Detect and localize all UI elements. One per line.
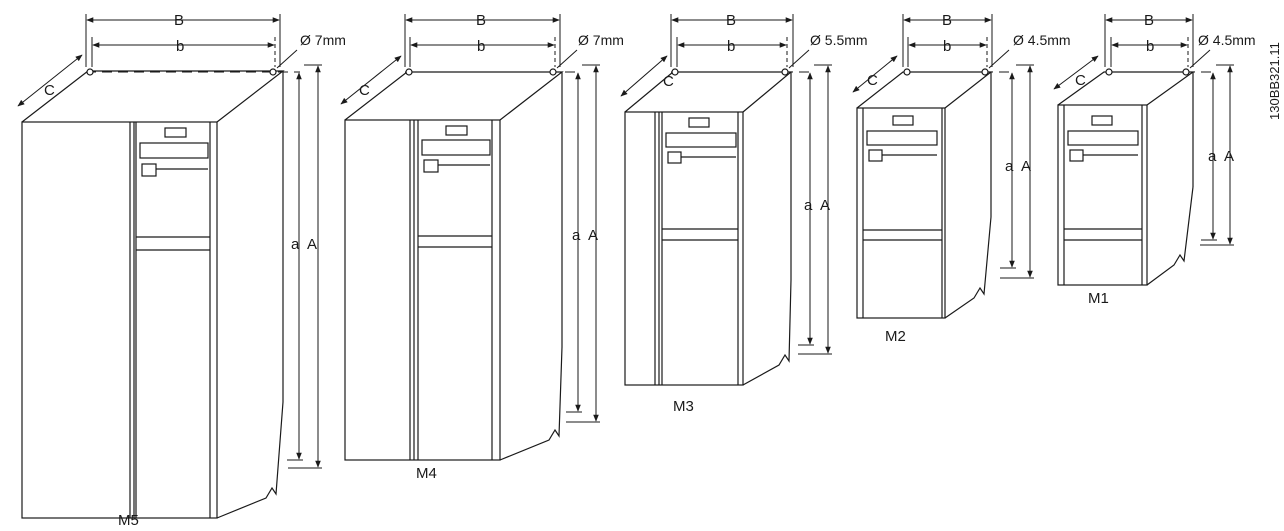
dim-label-A-m4: A xyxy=(588,227,598,244)
unit-m5-labels: M5 B b C a A Ø 7mm xyxy=(44,12,346,529)
dim-label-C-m1: C xyxy=(1075,72,1086,89)
dim-label-B-m1: B xyxy=(1144,12,1154,29)
hole-label-m1: Ø 4.5mm xyxy=(1198,32,1256,48)
frame-label-m4: M4 xyxy=(416,465,437,482)
top-face-m3 xyxy=(624,71,793,113)
keypad-button-m5 xyxy=(141,163,157,177)
dim-label-B-m4: B xyxy=(476,12,486,29)
frame-label-m3: M3 xyxy=(673,398,694,415)
display-screen-m4 xyxy=(421,139,491,156)
dim-line-C-m1 xyxy=(1053,55,1099,90)
dim-label-a-m4: a xyxy=(572,227,581,244)
dim-label-C-m4: C xyxy=(359,82,370,99)
dim-label-a-m5: a xyxy=(291,236,300,253)
unit-m4 xyxy=(340,14,600,461)
keypad-button-m3 xyxy=(667,151,682,164)
unit-m2 xyxy=(852,14,1034,319)
dim-line-C-m2 xyxy=(852,55,898,93)
hole-leader-m2 xyxy=(988,49,1010,69)
dim-label-B-m5: B xyxy=(174,12,184,29)
unit-m1-labels: M1 B b C a A Ø 4.5mm xyxy=(1075,12,1256,307)
display-window-m4 xyxy=(445,125,468,136)
top-face-m5 xyxy=(21,70,285,123)
display-screen-m5 xyxy=(139,142,209,159)
unit-m2-labels: M2 B b C a A Ø 4.5mm xyxy=(867,12,1071,345)
dim-label-b-m2: b xyxy=(943,38,951,55)
dim-line-C-m3 xyxy=(620,55,668,97)
mounting-hole-left-m3 xyxy=(671,68,679,76)
dim-label-B-m3: B xyxy=(726,12,736,29)
unit-m1 xyxy=(1053,14,1234,286)
mounting-hole-right-m4 xyxy=(549,68,557,76)
mounting-hole-right-m5 xyxy=(269,68,277,76)
dim-label-A-m5: A xyxy=(307,236,317,253)
document-code: 130BB321.11 xyxy=(1267,42,1282,120)
mounting-hole-left-m5 xyxy=(86,68,94,76)
side-bottom-edge-m4 xyxy=(499,346,563,461)
front-face-m4 xyxy=(344,119,501,461)
front-face-m5 xyxy=(21,121,218,519)
unit-m5 xyxy=(17,14,322,519)
unit-m3 xyxy=(620,14,832,386)
hole-leader-m4 xyxy=(556,49,578,69)
display-window-m3 xyxy=(688,117,710,128)
dim-label-C-m3: C xyxy=(663,73,674,90)
dim-label-b-m1: b xyxy=(1146,38,1154,55)
keypad-button-m4 xyxy=(423,159,439,173)
dim-label-a-m3: a xyxy=(804,197,813,214)
top-face-m4 xyxy=(344,71,564,121)
dim-label-a-m1: a xyxy=(1208,148,1217,165)
side-bottom-edge-m3 xyxy=(742,279,792,386)
dim-label-C-m5: C xyxy=(44,82,55,99)
frame-label-m1: M1 xyxy=(1088,290,1109,307)
unit-m3-labels: M3 B b C a A Ø 5.5mm xyxy=(663,12,868,415)
side-bottom-edge-m1 xyxy=(1146,186,1194,286)
mounting-hole-right-m1 xyxy=(1182,68,1190,76)
front-face-m3 xyxy=(624,111,744,386)
dim-label-C-m2: C xyxy=(867,72,878,89)
keypad-button-m1 xyxy=(1069,149,1084,162)
display-window-m5 xyxy=(164,127,187,138)
hole-label-m2: Ø 4.5mm xyxy=(1013,32,1071,48)
hole-label-m3: Ø 5.5mm xyxy=(810,32,868,48)
mounting-hole-right-m2 xyxy=(981,68,989,76)
mounting-hole-left-m1 xyxy=(1105,68,1113,76)
dim-label-b-m5: b xyxy=(176,38,184,55)
hole-leader-m5 xyxy=(276,49,298,69)
unit-m4-labels: M4 B b C a A Ø 7mm xyxy=(359,12,624,482)
keypad-button-m2 xyxy=(868,149,883,162)
dim-label-a-m2: a xyxy=(1005,158,1014,175)
display-window-m1 xyxy=(1091,115,1113,126)
hole-leader-m3 xyxy=(788,49,810,69)
mounting-hole-right-m3 xyxy=(781,68,789,76)
mounting-hole-left-m2 xyxy=(903,68,911,76)
hole-label-m5: Ø 7mm xyxy=(300,32,346,48)
dim-label-B-m2: B xyxy=(942,12,952,29)
dim-label-A-m3: A xyxy=(820,197,830,214)
frame-label-m2: M2 xyxy=(885,328,906,345)
display-screen-m1 xyxy=(1067,130,1139,146)
frame-label-m5: M5 xyxy=(118,512,139,529)
dim-line-C-m4 xyxy=(340,55,402,105)
dim-label-b-m4: b xyxy=(477,38,485,55)
hole-label-m4: Ø 7mm xyxy=(578,32,624,48)
dim-line-C-m5 xyxy=(17,54,83,107)
dim-label-b-m3: b xyxy=(727,38,735,55)
display-screen-m2 xyxy=(866,130,938,146)
side-bottom-edge-m5 xyxy=(216,401,284,519)
dim-label-A-m1: A xyxy=(1224,148,1234,165)
side-bottom-edge-m2 xyxy=(944,216,992,319)
display-screen-m3 xyxy=(665,132,737,148)
hole-leader-m1 xyxy=(1189,49,1211,69)
mounting-hole-left-m4 xyxy=(405,68,413,76)
dim-label-A-m2: A xyxy=(1021,158,1031,175)
display-window-m2 xyxy=(892,115,914,126)
